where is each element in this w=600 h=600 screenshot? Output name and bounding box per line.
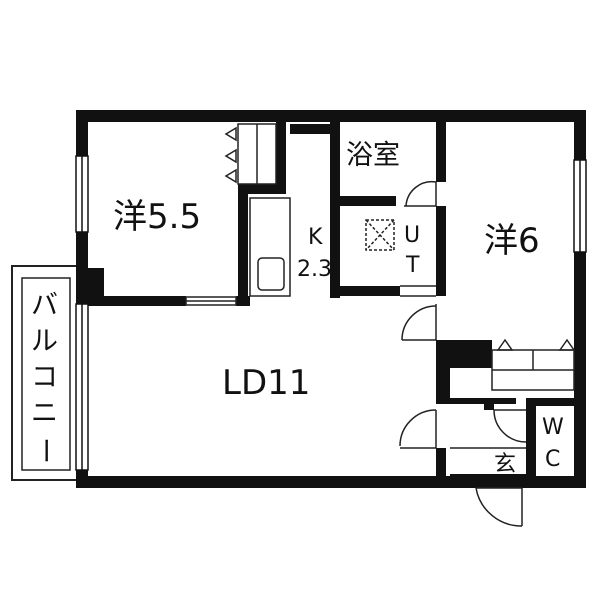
room-label-kitchen: K xyxy=(308,225,323,250)
room-label-western-b: 洋6 xyxy=(484,221,540,261)
sliding-partition xyxy=(185,296,237,306)
room-label-utility-t: T xyxy=(405,253,420,278)
door-entrance xyxy=(475,487,523,527)
door-utility xyxy=(400,285,436,297)
balcony-char: バ xyxy=(31,290,58,321)
balcony-char: ル xyxy=(31,326,58,357)
room-label-western-a: 洋5.5 xyxy=(113,197,201,237)
room-label-wc-w: W xyxy=(542,415,564,440)
windows xyxy=(75,155,587,471)
balcony-char: ニ xyxy=(31,398,58,429)
door-wc xyxy=(493,409,527,443)
room-label-bath: 浴室 xyxy=(346,140,400,171)
door-hall xyxy=(399,409,437,449)
kitchen-counter xyxy=(249,197,291,297)
balcony-label: バ ル コ ニ ー xyxy=(29,290,60,464)
room-label-kitchen-size: 2.3 xyxy=(297,257,332,282)
room-label-living-dining: LD11 xyxy=(222,363,310,403)
balcony-char: コ xyxy=(31,362,58,393)
door-living xyxy=(401,304,437,341)
balcony-char: ー xyxy=(29,437,60,464)
door-bath xyxy=(404,180,437,207)
washing-machine-space xyxy=(365,219,395,251)
closet-western-b xyxy=(491,338,576,391)
room-label-entrance: 玄 xyxy=(494,452,516,477)
interior-walls xyxy=(88,122,584,488)
room-label-wc-c: C xyxy=(545,447,560,472)
room-label-utility-u: U xyxy=(404,223,420,248)
closet-western-a xyxy=(224,123,277,185)
